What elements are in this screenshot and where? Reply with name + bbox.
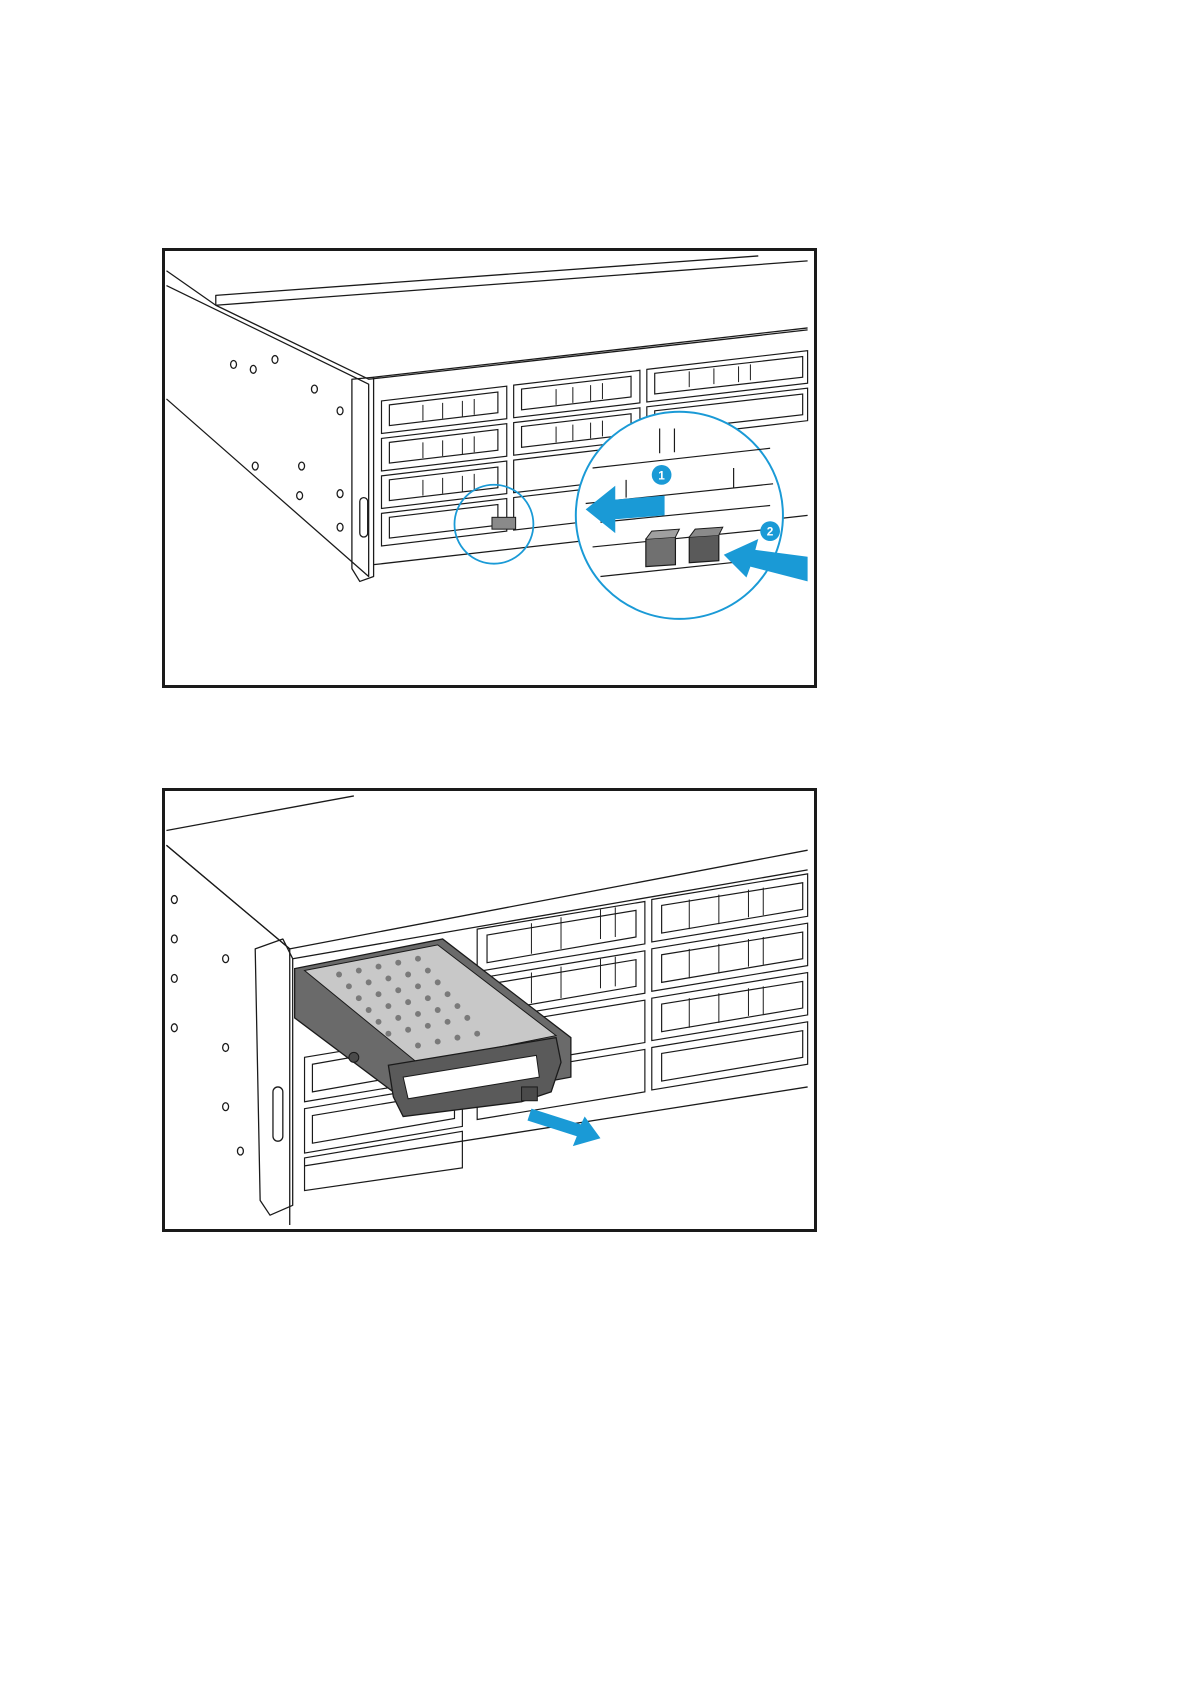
chassis-side-screw-holes [171, 896, 243, 1155]
nas-front-latch-illustration: 1 2 [165, 251, 814, 685]
rack-ear [352, 377, 374, 581]
arrow-down-right-icon [527, 1109, 600, 1146]
drive-bay-column-1 [381, 386, 506, 546]
tray-latch-button [689, 527, 723, 563]
tray-handle-latch [522, 1087, 538, 1101]
step-1-number: 1 [658, 468, 665, 482]
rack-ear [255, 939, 292, 1215]
drive-tray [295, 939, 571, 1117]
tray-latch-release [646, 529, 680, 566]
drive-bay-column-3 [652, 874, 808, 1090]
chassis-top-edge [166, 261, 807, 305]
front-face-top [293, 870, 808, 959]
rack-ear-handle [360, 498, 368, 537]
nas-tray-removal-illustration [165, 791, 814, 1229]
chassis-top-panel-seam [216, 256, 759, 305]
chassis-top-front-edge [216, 305, 808, 379]
rack-ear-handle [273, 1087, 283, 1141]
tray-pivot [349, 1052, 359, 1062]
front-face-top [374, 328, 808, 377]
tray-latch-small [492, 517, 516, 529]
chassis-top-back-edge [166, 796, 353, 831]
step-2-number: 2 [767, 525, 774, 539]
chassis-side-panel [166, 845, 289, 1225]
illustration-release-latch: 1 2 [162, 248, 817, 688]
illustration-pull-out-tray [162, 788, 817, 1232]
zoom-detail: 1 2 [576, 412, 808, 619]
chassis-side-panel [166, 286, 368, 577]
